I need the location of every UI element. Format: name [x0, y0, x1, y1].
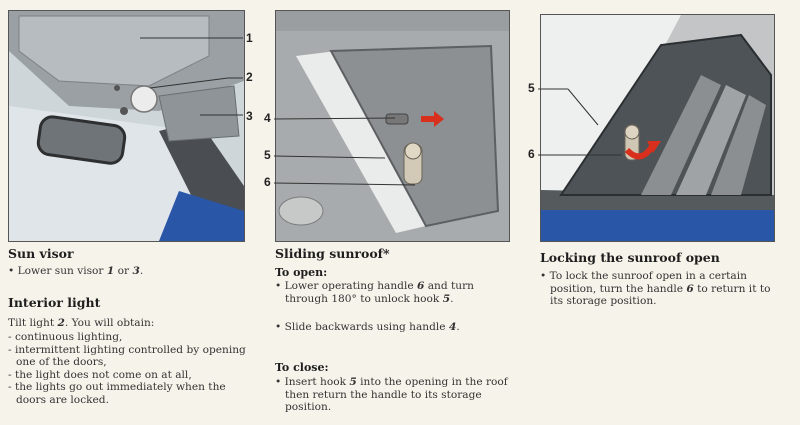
callout-lock-6: 6 [528, 147, 535, 161]
locking-title: Locking the sunroof open [540, 250, 720, 265]
callout-lock-5: 5 [528, 81, 535, 95]
callout-1: 1 [246, 31, 253, 45]
interior-light-item: doors are locked. [16, 393, 109, 406]
sliding-sunroof-photo [275, 10, 510, 242]
interior-light-item: - intermittent lighting controlled by op… [8, 343, 246, 356]
interior-light-item: - the lights go out immediately when the [8, 381, 226, 393]
callout-5: 5 [264, 148, 271, 162]
sliding-sunroof-illustration [276, 11, 509, 241]
interior-light-item: - continuous lighting, [8, 331, 123, 343]
callout-6: 6 [264, 175, 271, 189]
callout-2: 2 [246, 70, 253, 84]
sun-visor-illustration [9, 11, 244, 241]
sun-visor-photo [8, 10, 245, 242]
to-open-heading: To open: [275, 266, 328, 279]
interior-light-item: - the light does not come on at all, [8, 368, 192, 381]
locking-sunroof-illustration [541, 15, 774, 241]
sun-visor-title: Sun visor [8, 246, 74, 261]
sliding-sunroof-title: Sliding sunroof* [275, 246, 390, 261]
to-close-step: • Insert hook 5 into the opening in the … [275, 376, 508, 413]
interior-light-list: - continuous lighting, - intermittent li… [8, 331, 253, 406]
interior-light-intro: Tilt light 2. You will obtain: [8, 317, 155, 329]
callout-4: 4 [264, 111, 271, 125]
sun-visor-instruction: • Lower sun visor 1 or 3. [8, 265, 144, 277]
to-open-step-1: • Lower operating handle 6 and turn thro… [275, 280, 474, 305]
callout-3: 3 [246, 109, 253, 123]
interior-light-item: one of the doors, [16, 356, 107, 368]
to-close-heading: To close: [275, 361, 329, 374]
locking-sunroof-photo [540, 14, 775, 242]
locking-instruction: • To lock the sunroof open in a certain … [540, 270, 771, 307]
interior-light-title: Interior light [8, 295, 101, 310]
to-open-step-2: • Slide backwards using handle 4. [275, 321, 460, 333]
